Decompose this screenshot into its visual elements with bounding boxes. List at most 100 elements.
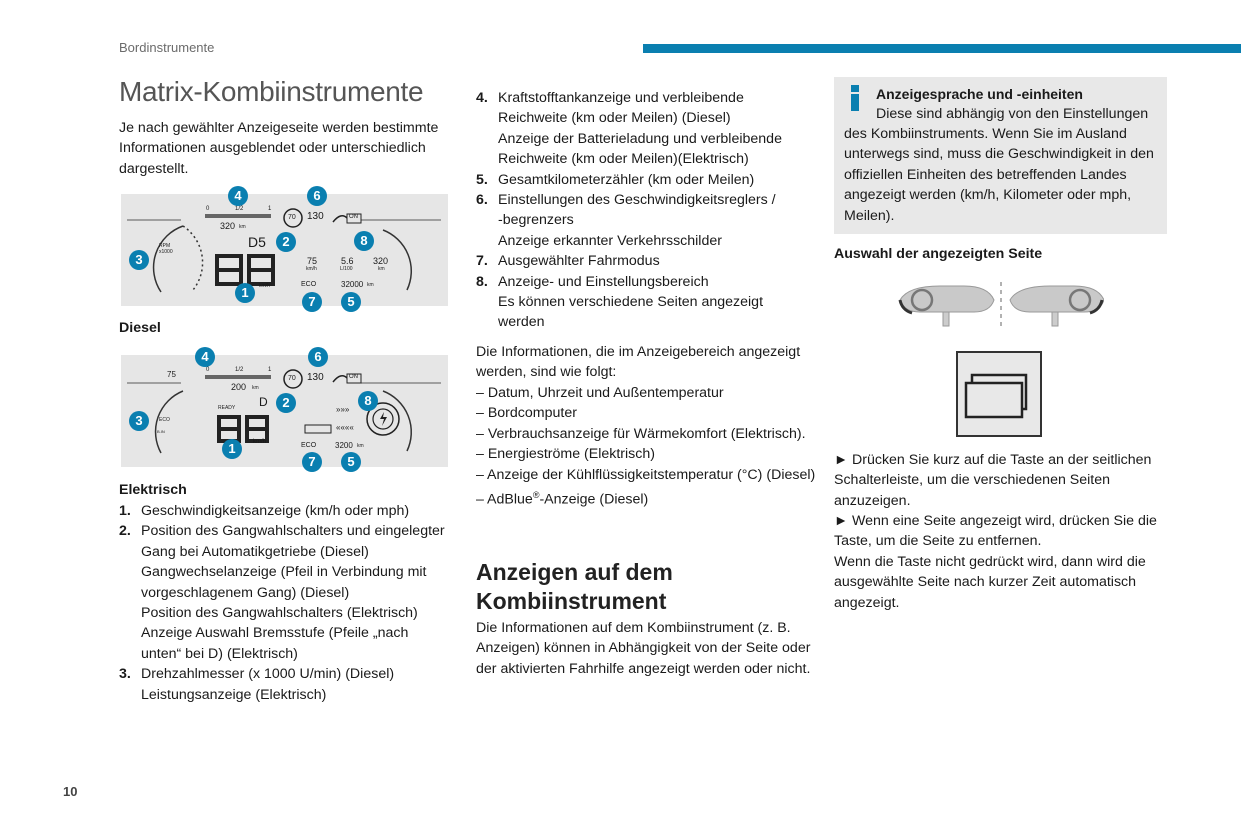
display-area-item: – Anzeige der Kühlflüssigkeitstemperatur…: [476, 466, 816, 483]
electric-ready-label: READY: [218, 405, 236, 411]
steering-controls-illustration: [898, 282, 1104, 330]
callout-8-electric: 8: [358, 391, 378, 411]
electric-charge-level: 75: [167, 370, 176, 379]
legend-item-number: 1.: [119, 503, 131, 519]
electric-gauge-scale-0: 0: [206, 367, 210, 373]
adblue-registered-mark: ®: [532, 490, 540, 501]
legend-item-text: Anzeige der Batterieladung und verbleibe…: [498, 130, 782, 147]
callout-3-electric: 3: [129, 411, 149, 431]
diesel-on-label: ON: [349, 214, 358, 220]
diesel-consumption-unit: L/100: [340, 266, 353, 272]
electric-eco-label: ECO: [159, 417, 170, 423]
callout-2-electric: 2: [276, 393, 296, 413]
electric-cruise-speed: 130: [307, 372, 324, 383]
auto-display-note: Wenn die Taste nicht gedrückt wird, dann…: [834, 554, 1146, 611]
callout-8-diesel: 8: [354, 231, 374, 251]
diesel-odometer: 32000: [341, 280, 364, 289]
legend-item-text: Geschwindigkeitsanzeige (km/h oder mph): [141, 503, 410, 519]
electric-range-value: 200: [231, 382, 247, 392]
callout-1-diesel: 1: [235, 283, 255, 303]
info-box-title: Anzeigesprache und -einheiten: [876, 86, 1083, 102]
legend-item-text: -begrenzers: [498, 212, 574, 229]
legend-item-text: Einstellungen des Geschwindigkeitsregler…: [498, 192, 776, 209]
callout-5-electric: 5: [341, 452, 361, 472]
diesel-cluster-graphic: [127, 208, 441, 293]
callout-1-electric: 1: [222, 439, 242, 459]
callout-7-electric: 7: [302, 452, 322, 472]
diesel-consumption: 5.6: [341, 256, 354, 266]
callout-2-diesel: 2: [276, 232, 296, 252]
diesel-speed-limit: 70: [288, 214, 296, 221]
electric-range-unit: km: [252, 385, 259, 391]
display-area-list: – Datum, Uhrzeit und Außentemperatur – B…: [476, 383, 816, 510]
legend-item-number: 5.: [476, 171, 488, 188]
legend-item-text: unten“ bei D) (Elektrisch): [141, 645, 298, 662]
section-heading-line1: Anzeigen auf dem: [476, 559, 673, 585]
info-box: Anzeigesprache und -einheiten Diese sind…: [834, 77, 1167, 234]
diesel-trip-range: 320: [373, 256, 389, 266]
diesel-odometer-unit: km: [367, 282, 374, 288]
diesel-gauge-scale-half: 1/2: [235, 206, 244, 212]
diesel-cluster-image: 0 1/2 1 320 km D5 RPM x1000 km/h 70 130 …: [121, 194, 448, 306]
diesel-range-value: 320: [220, 221, 236, 231]
page-title: Matrix-Kombiinstrumente: [119, 76, 424, 107]
adblue-prefix: – AdBlue: [476, 491, 533, 508]
legend-item-text: Anzeige- und Einstellungsbereich: [498, 273, 709, 290]
legend-item: 5. Gesamtkilometerzähler (km oder Meilen): [476, 170, 816, 190]
legend-item-text: Position des Gangwahlschalters (Elektris…: [141, 605, 418, 622]
diesel-gauge-scale-1: 1: [268, 206, 272, 212]
step-press-remove: ► Wenn eine Seite angezeigt wird, drücke…: [834, 513, 1157, 550]
legend-item: 2. Position des Gangwahlschalters und ein…: [119, 521, 459, 664]
legend-item-text: Kraftstofftankanzeige und verbleibende: [498, 90, 744, 106]
display-area-intro: Die Informationen, die im Anzeigebereich…: [476, 344, 801, 381]
diesel-range-unit: km: [239, 224, 246, 230]
electric-gauge-scale-half: 1/2: [235, 367, 244, 373]
electric-speed-limit: 70: [288, 375, 296, 382]
diesel-trip-speed: 75: [307, 256, 318, 266]
info-box-body: des Kombiinstruments. Wenn Sie im Auslan…: [844, 126, 1154, 224]
diesel-gauge-scale-0: 0: [206, 206, 210, 212]
legend-item-text: Reichweite (km oder Meilen) (Diesel): [498, 110, 731, 127]
diesel-cruise-speed: 130: [307, 211, 324, 222]
legend-item-text: Gangwechselanzeige (Pfeil in Verbindung …: [141, 564, 427, 581]
display-area-item-adblue: – AdBlue®-Anzeige (Diesel): [476, 485, 816, 510]
section-label: Bordinstrumente: [119, 40, 215, 55]
legend-item: 1. Geschwindigkeitsanzeige (km/h oder mph…: [119, 501, 459, 521]
section-heading-cluster-display: Anzeigen auf dem Kombiinstrument: [476, 558, 816, 616]
adblue-suffix: -Anzeige (Diesel): [539, 491, 649, 508]
legend-item-number: 3.: [119, 666, 131, 683]
legend-item: 8. Anzeige- und Einstellungsbereich Es kön…: [476, 272, 816, 333]
legend-item-text: Anzeige Auswahl Bremsstufe (Pfeile „nach: [141, 625, 409, 642]
legend-item-text: Reichweite (km oder Meilen)(Elektrisch): [498, 151, 749, 168]
legend-item-number: 8.: [476, 273, 488, 290]
diesel-rpm-label: RPM x1000: [159, 243, 173, 255]
electric-power-label: B.IN: [157, 429, 165, 434]
legend-item-text: Position des Gangwahlschalters und einge…: [141, 523, 445, 540]
pages-icon: [964, 373, 1028, 419]
page-number: 10: [63, 784, 78, 799]
legend-item-text: Gang bei Automatikgetriebe (Diesel): [141, 543, 369, 560]
legend-list-part2: 4. Kraftstofftankanzeige und verbleibende…: [476, 88, 816, 333]
legend-item-text: Gesamtkilometerzähler (km oder Meilen): [498, 171, 755, 188]
legend-item: 7.Ausgewählter Fahrmodus: [476, 251, 816, 271]
step-press-short: ► Drücken Sie kurz auf die Taste an der …: [834, 452, 1152, 509]
callout-6-diesel: 6: [307, 186, 327, 206]
callout-4-electric: 4: [195, 347, 215, 367]
electric-caption: Elektrisch: [119, 482, 187, 498]
electric-cluster-graphic: [127, 369, 441, 454]
legend-item: 3.Drehzahlmesser (x 1000 U/min) (Diesel)…: [119, 664, 459, 705]
legend-item-text: Es können verschiedene Seiten angezeigt: [498, 294, 764, 311]
diesel-trip-range-unit: km: [378, 266, 385, 272]
electric-gear-indicator: D: [259, 395, 268, 409]
callout-3-diesel: 3: [129, 250, 149, 270]
electric-on-label: ON: [349, 374, 358, 380]
legend-item-text: werden: [498, 314, 545, 331]
section-accent-bar: [643, 44, 1241, 53]
display-area-item: – Verbrauchsanzeige für Wärmekomfort (El…: [476, 425, 806, 442]
diesel-drive-mode: ECO: [301, 281, 317, 288]
legend-item-number: 2.: [119, 523, 131, 540]
diesel-caption: Diesel: [119, 320, 161, 336]
legend-item-text: Anzeige erkannter Verkehrsschilder: [498, 232, 722, 249]
legend-item-number: 4.: [476, 90, 488, 106]
legend-item-text: Ausgewählter Fahrmodus: [498, 253, 660, 270]
